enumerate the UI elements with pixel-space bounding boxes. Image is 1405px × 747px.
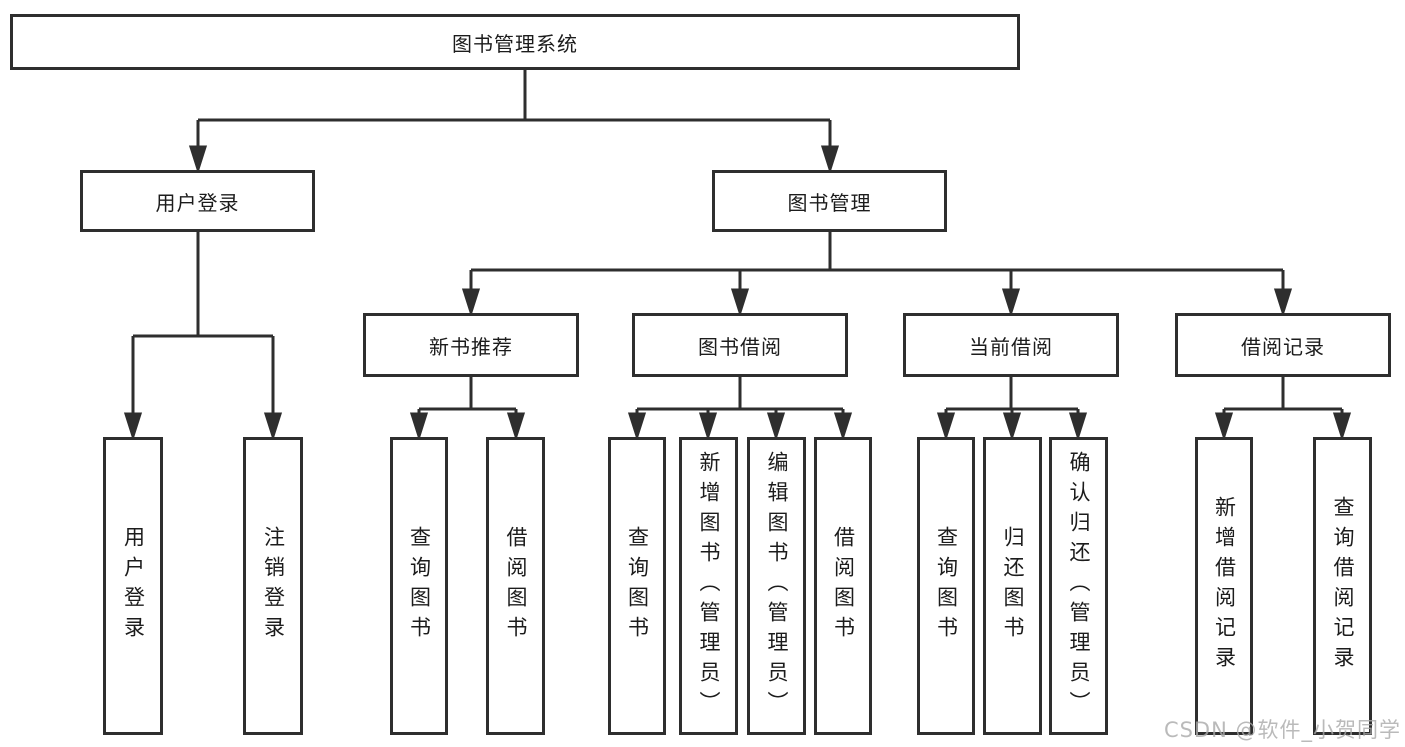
- leaf-return-books: 归还图书: [983, 437, 1042, 735]
- node-user-login: 用户登录: [80, 170, 315, 232]
- edge-root-to-level2: [188, 70, 840, 174]
- leaf-query-books-current: 查询图书: [917, 437, 975, 735]
- leaf-query-borrow-record: 查询借阅记录: [1313, 437, 1372, 735]
- edge-user-login-to-leaves: [123, 232, 283, 441]
- edge-current-borrow-to-leaves: [936, 377, 1088, 441]
- leaf-add-borrow-record: 新增借阅记录: [1195, 437, 1253, 735]
- leaf-query-books-borrow: 查询图书: [608, 437, 666, 735]
- edge-new-book-recommend-to-leaves: [409, 377, 526, 441]
- leaf-query-books-recommend: 查询图书: [390, 437, 448, 735]
- leaf-borrow-books-recommend: 借阅图书: [486, 437, 545, 735]
- csdn-watermark: CSDN @软件_小贺同学: [1163, 718, 1401, 742]
- leaf-add-book-admin: 新增图书（管理员）: [679, 437, 738, 735]
- edge-borrow-record-to-leaves: [1214, 377, 1352, 441]
- leaf-borrow-books: 借阅图书: [814, 437, 872, 735]
- edge-book-management-to-level3: [461, 232, 1293, 317]
- node-borrow-record: 借阅记录: [1175, 313, 1391, 377]
- node-root: 图书管理系统: [10, 14, 1020, 70]
- leaf-logout: 注销登录: [243, 437, 303, 735]
- node-new-book-recommend: 新书推荐: [363, 313, 579, 377]
- node-current-borrow: 当前借阅: [903, 313, 1119, 377]
- leaf-confirm-return-admin: 确认归还（管理员）: [1049, 437, 1108, 735]
- leaf-user-login: 用户登录: [103, 437, 163, 735]
- node-book-borrow: 图书借阅: [632, 313, 848, 377]
- node-book-management: 图书管理: [712, 170, 947, 232]
- leaf-edit-book-admin: 编辑图书（管理员）: [747, 437, 806, 735]
- edge-book-borrow-to-leaves: [627, 377, 853, 441]
